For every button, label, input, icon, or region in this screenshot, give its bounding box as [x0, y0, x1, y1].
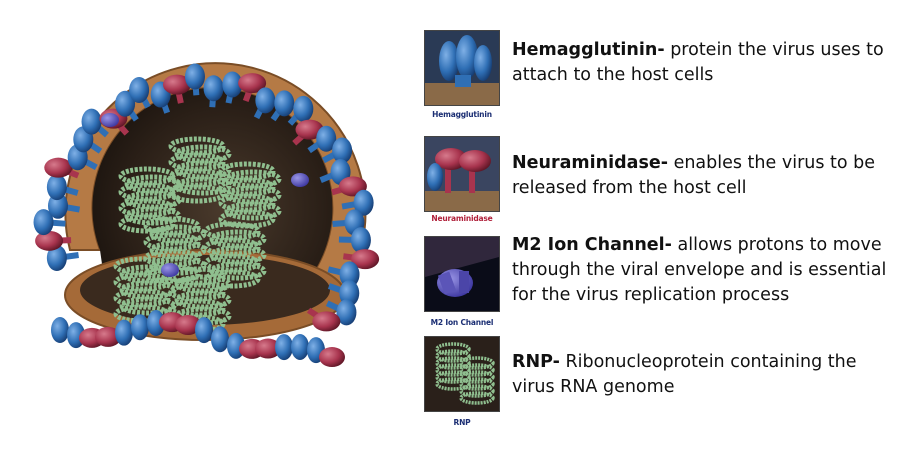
m2-ion-channel-caption: M2 Ion Channel	[430, 318, 494, 327]
hemagglutinin-description: Hemagglutinin- protein the virus uses to…	[512, 38, 892, 88]
rnp-description: RNP- Ribonucleoprotein containing the vi…	[512, 350, 892, 400]
m2-ion-channel-description: M2 Ion Channel- allows protons to move t…	[512, 233, 892, 308]
neuraminidase-text: enables the virus to be released from th…	[512, 153, 876, 198]
m2-ion-channel-text: allows protons to move through the viral…	[512, 235, 887, 305]
neuraminidase-icon	[424, 136, 500, 212]
rnp-term: RNP-	[512, 352, 560, 372]
neuraminidase-caption: Neuraminidase	[431, 214, 493, 223]
hemagglutinin-term: Hemagglutinin-	[512, 40, 665, 60]
rnp-icon	[424, 336, 500, 412]
influenza-virus-illustration	[33, 62, 380, 368]
rnp-coils	[113, 136, 282, 334]
m2-ion-channel-term: M2 Ion Channel-	[512, 235, 672, 255]
neuraminidase-description: Neuraminidase- enables the virus to be r…	[512, 151, 892, 201]
hemagglutinin-caption: Hemagglutinin	[432, 110, 492, 119]
rnp-text: Ribonucleoprotein containing the virus R…	[512, 352, 857, 397]
m2-ion-channel-icon	[424, 236, 500, 312]
surface-spikes	[33, 63, 380, 368]
rnp-caption: RNP	[453, 418, 471, 427]
neuraminidase-term: Neuraminidase-	[512, 153, 668, 173]
hemagglutinin-text: protein the virus uses to attach to the …	[512, 40, 884, 85]
hemagglutinin-icon	[424, 30, 500, 106]
